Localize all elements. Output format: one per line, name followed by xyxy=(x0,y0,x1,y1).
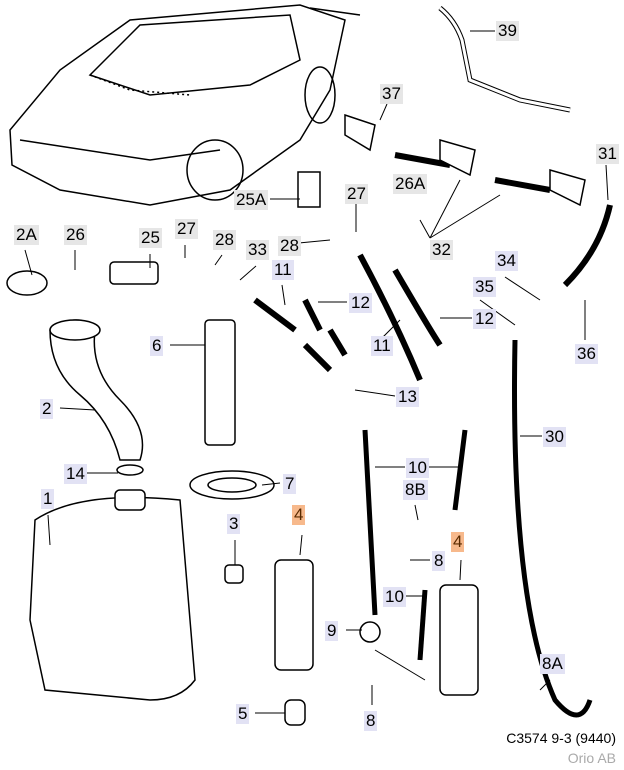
callout-12b: 12 xyxy=(473,309,496,329)
callout-2a: 2A xyxy=(14,225,39,245)
callout-26a: 26A xyxy=(393,174,428,194)
callout-11b: 11 xyxy=(371,336,393,356)
callout-6: 6 xyxy=(150,336,164,356)
callout-39: 39 xyxy=(496,21,519,41)
callout-5: 5 xyxy=(236,704,250,724)
callout-10: 10 xyxy=(406,458,429,478)
diagram-code: C3574 9-3 (9440) xyxy=(506,730,616,746)
callout-26: 26 xyxy=(64,225,87,245)
car-illustration xyxy=(9,4,361,206)
callout-14: 14 xyxy=(64,464,87,484)
callout-13: 13 xyxy=(396,387,419,407)
callout-34: 34 xyxy=(495,251,518,271)
callout-8b: 8B xyxy=(403,480,428,500)
callout-28b: 28 xyxy=(278,236,301,256)
callout-8c: 8 xyxy=(364,711,378,731)
callout-27b: 27 xyxy=(175,219,198,239)
hoses xyxy=(253,6,613,718)
callout-31: 31 xyxy=(596,144,619,164)
callout-32: 32 xyxy=(430,240,453,260)
callout-2: 2 xyxy=(40,399,54,419)
callout-7: 7 xyxy=(283,474,297,494)
callout-37: 37 xyxy=(380,84,403,104)
callout-30: 30 xyxy=(543,427,566,447)
callout-10b: 10 xyxy=(383,587,406,607)
credit: Orio AB xyxy=(567,750,616,766)
callout-11: 11 xyxy=(272,260,294,280)
callout-25a: 25A xyxy=(234,190,269,210)
leader-lines xyxy=(24,30,609,714)
callout-33: 33 xyxy=(246,240,269,260)
callout-8a: 8A xyxy=(540,654,565,674)
callout-1: 1 xyxy=(41,489,55,509)
callout-35: 35 xyxy=(473,277,496,297)
callout-28: 28 xyxy=(213,230,236,250)
callout-3: 3 xyxy=(227,514,241,534)
parts xyxy=(6,113,586,726)
callout-25: 25 xyxy=(139,228,162,248)
callout-9: 9 xyxy=(325,621,339,641)
callout-12: 12 xyxy=(349,293,372,313)
callout-8: 8 xyxy=(432,551,446,571)
callout-27: 27 xyxy=(345,184,368,204)
callout-4-pump-b: 4 xyxy=(451,532,465,552)
callout-4-pump: 4 xyxy=(292,505,306,525)
callout-36: 36 xyxy=(575,344,598,364)
